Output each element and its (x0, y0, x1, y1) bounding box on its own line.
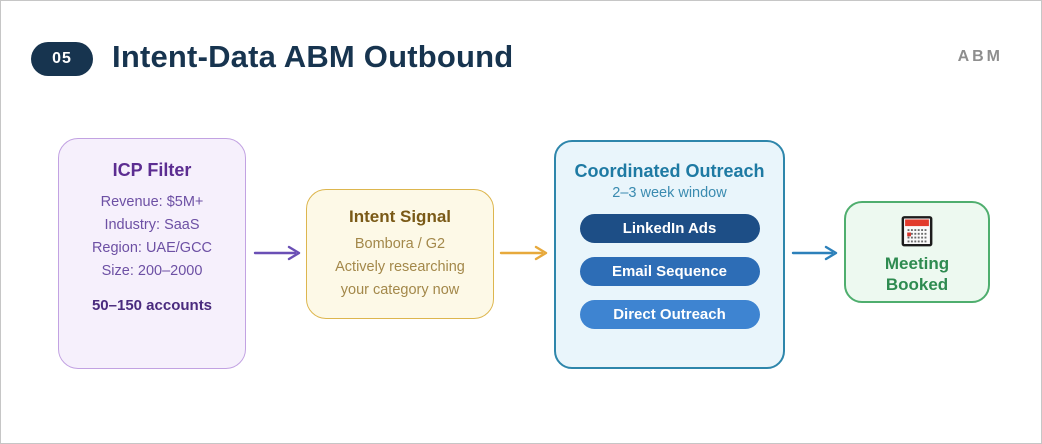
icp-filter-title: ICP Filter (112, 160, 192, 180)
coordinated-outreach-subtitle: 2–3 week window (612, 185, 727, 201)
coordinated-outreach-title: Coordinated Outreach (574, 161, 765, 181)
node-icp-filter: ICP Filter Revenue: $5M+ Industry: SaaS … (58, 138, 246, 369)
calendar-icon (901, 216, 933, 247)
step-number-badge: 05 (31, 42, 93, 76)
channel-email-sequence: Email Sequence (579, 257, 760, 286)
page-title: Intent-Data ABM Outbound (112, 39, 514, 74)
icp-filter-region: Region: UAE/GCC (91, 240, 213, 256)
icp-filter-revenue: Revenue: $5M+ (100, 194, 204, 210)
category-label: ABM (957, 48, 1003, 65)
intent-signal-sources: Bombora / G2 (354, 236, 446, 252)
arrow-icp-to-intent-icon (253, 245, 301, 261)
meeting-booked-label: Meeting Booked (884, 254, 950, 294)
icp-filter-size: Size: 200–2000 (101, 263, 203, 279)
intent-signal-title: Intent Signal (349, 207, 451, 226)
node-intent-signal: Intent Signal Bombora / G2 Actively rese… (306, 189, 494, 319)
channel-linkedin-ads: LinkedIn Ads (579, 214, 760, 243)
channel-direct-outreach: Direct Outreach (579, 300, 760, 329)
icp-filter-accounts: 50–150 accounts (91, 297, 213, 314)
node-coordinated-outreach: Coordinated Outreach 2–3 week window Lin… (554, 140, 785, 369)
arrow-intent-to-outreach-icon (499, 245, 548, 261)
intent-signal-desc-line1: Actively researching (335, 259, 465, 275)
intent-signal-desc-line2: your category now (340, 282, 460, 298)
arrow-outreach-to-meeting-icon (791, 245, 838, 261)
icp-filter-industry: Industry: SaaS (104, 217, 200, 233)
node-meeting-booked: Meeting Booked (844, 201, 990, 303)
